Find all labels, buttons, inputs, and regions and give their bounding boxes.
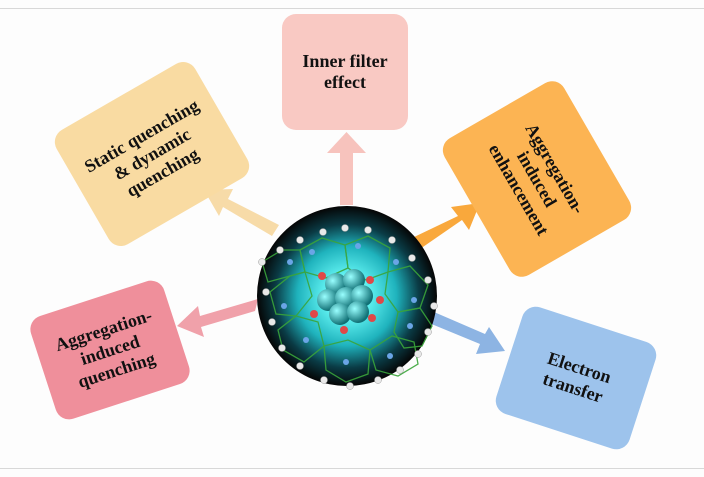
arrow-left xyxy=(177,299,258,337)
mechanism-label-static-dynamic: Static quenching & dynamic quenching xyxy=(80,94,202,201)
top-border xyxy=(0,8,704,9)
arrow-down-right xyxy=(429,312,505,354)
arrow-up xyxy=(327,132,366,205)
arrow-up-right xyxy=(412,203,480,249)
mechanism-box-inner-filter: Inner filter effect xyxy=(282,14,408,130)
mechanism-label-electron-transfer: Electron transfer xyxy=(540,347,614,407)
bottom-border xyxy=(0,468,704,469)
carbon-dot-illustration xyxy=(257,206,438,390)
mechanism-label-aie: Aggregation- induced enhancement xyxy=(485,119,590,239)
mechanism-label-inner-filter: Inner filter effect xyxy=(302,51,388,92)
arrow-up-left xyxy=(204,189,279,236)
mechanism-label-acq: Aggregation- induced quenching xyxy=(52,304,158,392)
